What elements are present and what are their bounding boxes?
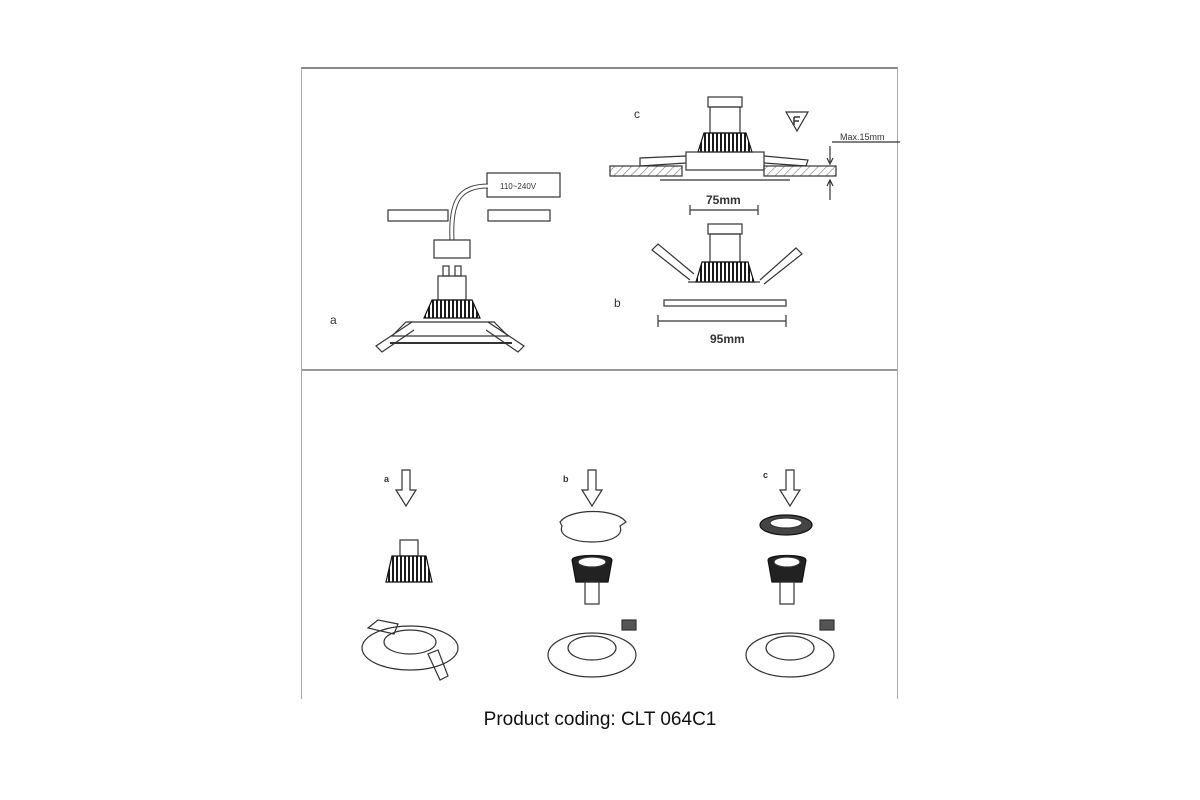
ceiling-section-right [763, 165, 837, 177]
top-diagram-b [651, 223, 803, 327]
fixture-housing [390, 321, 510, 337]
spring-clip-left [375, 321, 415, 353]
power-cable [449, 183, 489, 241]
dimension-75mm: 75mm [706, 193, 741, 207]
lamp-base [437, 275, 467, 301]
lamp-heatsink [695, 261, 755, 283]
bottom-step-c [745, 469, 835, 678]
lamp-pins [584, 581, 600, 605]
fixture-inner-ring [383, 629, 437, 655]
fixture-inner-ring [765, 635, 815, 661]
fixture-outer-ring [745, 632, 835, 678]
top-diagram-a [375, 172, 561, 353]
max-thickness-label: Max.15mm [840, 132, 885, 142]
bottom-label-a: a [384, 474, 390, 484]
bottom-label-c: c [763, 470, 768, 480]
spring-clip-right [427, 649, 449, 681]
connector-block [433, 239, 471, 259]
lamp-cap [707, 96, 743, 108]
spring-tab [621, 619, 637, 631]
gu10-pin-right [454, 265, 462, 277]
down-arrow-icon [394, 469, 418, 508]
spring-clip-right [485, 321, 525, 353]
installation-diagram-sheet [301, 67, 898, 699]
spring-tab [819, 619, 835, 631]
ceiling-section-left [609, 165, 683, 177]
down-arrow-icon [580, 469, 604, 508]
bottom-step-b [547, 469, 637, 678]
product-coding-caption: Product coding: CLT 064C1 [483, 709, 717, 730]
fixture-housing [685, 151, 765, 171]
retaining-clip [559, 511, 627, 543]
lamp-body [709, 233, 741, 263]
top-diagram-c [609, 96, 900, 215]
voltage-label: 110~240V [500, 182, 537, 191]
spring-clip-right [763, 155, 809, 167]
fixture-outer-ring [361, 625, 459, 671]
ceiling-board-right [487, 209, 551, 222]
warning-triangle [784, 111, 810, 133]
top-label-c: c [634, 107, 640, 121]
panel-divider [302, 369, 897, 371]
lamp-base [399, 539, 419, 557]
top-label-b: b [614, 296, 621, 310]
dimension-95mm: 95mm [710, 332, 745, 346]
lamp-body [709, 106, 741, 134]
lamp-heatsink [423, 299, 481, 319]
fixture-inner-ring [567, 635, 617, 661]
spring-clip-left [639, 155, 687, 167]
gu10-lamp [385, 555, 433, 583]
bottom-label-b: b [563, 474, 569, 484]
down-arrow-icon [778, 469, 802, 508]
lamp-pins [779, 581, 795, 605]
gu10-pin-left [442, 265, 450, 277]
lamp-heatsink [697, 132, 753, 153]
fixture-outer-ring [547, 632, 637, 678]
spring-clip-left [651, 243, 695, 281]
ceiling-board-left [387, 209, 449, 222]
spring-clip-left [366, 619, 399, 635]
spring-clip-right [759, 247, 803, 285]
fixture-trim [663, 299, 787, 307]
bottom-step-a [361, 469, 459, 681]
top-label-a: a [330, 313, 337, 327]
lamp-cap [707, 223, 743, 235]
